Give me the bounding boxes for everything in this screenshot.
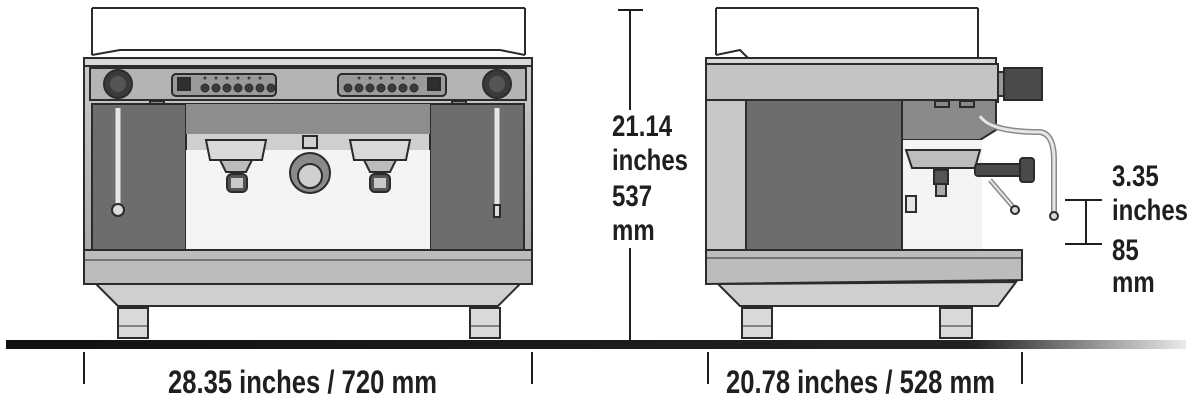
front-right-foot — [469, 307, 501, 339]
front-left-side-panel — [91, 103, 187, 251]
clearance-inches-value: 3.35 — [1112, 160, 1159, 193]
right-keypad — [337, 73, 447, 97]
side-body — [705, 63, 999, 103]
side-front-foot — [939, 307, 973, 339]
side-drip-tray — [705, 249, 1023, 286]
front-drip-tray — [83, 249, 533, 285]
clearance-mm-value: 85 — [1112, 234, 1139, 267]
side-dark-panel — [745, 99, 903, 251]
front-width-label: 28.35 inches / 720 mm — [168, 364, 437, 400]
side-back-panel — [705, 99, 747, 251]
right-steam-wand — [493, 108, 501, 218]
side-hot-water-wand — [988, 178, 1020, 215]
front-control-band — [89, 67, 527, 101]
right-group-head — [348, 139, 412, 193]
cup-clearance-dimension-line — [1065, 199, 1102, 245]
side-view — [705, 7, 1059, 339]
center-hot-water — [289, 135, 331, 194]
side-portafilter-handle — [974, 157, 1035, 183]
front-cup-rail — [91, 7, 526, 56]
front-width-dimension-ticks — [83, 352, 533, 384]
height-inches-value: 21.14 — [612, 110, 673, 143]
front-view — [83, 7, 533, 339]
floor-line — [6, 340, 1186, 349]
side-steam-wand — [977, 114, 1059, 221]
left-keypad — [171, 73, 277, 97]
height-dimension-line — [618, 9, 643, 342]
side-steam-knob — [997, 67, 1043, 101]
clearance-mm-unit: mm — [1112, 266, 1155, 299]
height-mm-unit: mm — [612, 214, 655, 247]
height-inches-unit: inches — [612, 144, 689, 177]
side-cup-rail — [715, 7, 979, 59]
front-right-side-panel — [429, 103, 525, 251]
side-depth-dimension-ticks — [707, 352, 1023, 384]
side-rear-foot — [741, 307, 773, 339]
front-base-skirt — [93, 283, 523, 307]
side-depth-label: 20.78 inches / 528 mm — [726, 364, 995, 400]
left-steam-wand — [111, 108, 125, 217]
side-base-skirt — [715, 280, 1019, 307]
clearance-inches-unit: inches — [1112, 194, 1189, 227]
left-group-head — [204, 139, 268, 193]
height-mm-value: 537 — [612, 180, 653, 213]
side-group-head — [904, 149, 982, 197]
front-left-foot — [117, 307, 149, 339]
